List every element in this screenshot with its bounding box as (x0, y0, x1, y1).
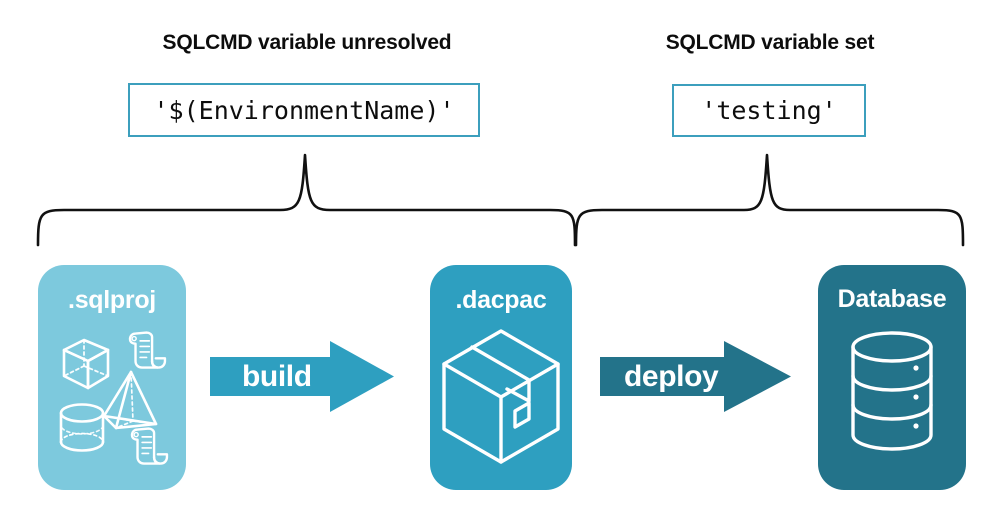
sqlproj-contents-art (59, 331, 169, 465)
cube-wireframe-icon (62, 338, 110, 390)
section-title-left: SQLCMD variable unresolved (162, 31, 452, 54)
artifact-box-dacpac: .dacpac (430, 265, 572, 490)
arrow-deploy: deploy (600, 341, 791, 412)
arrow-shape-build (210, 341, 394, 412)
artifact-box-database: Database (818, 265, 966, 490)
curly-brace-left (36, 153, 577, 247)
script-scroll-icon (130, 427, 169, 465)
arrow-shape-deploy (600, 341, 791, 412)
artifact-label-sqlproj: .sqlproj (68, 286, 156, 314)
arrow-build: build (210, 341, 394, 412)
artifact-label-database: Database (837, 285, 947, 313)
package-box-icon (442, 329, 560, 464)
code-value-box-unresolved: '$(EnvironmentName)' (128, 83, 480, 137)
code-value-box-set: 'testing' (672, 84, 866, 137)
database-cylinder-icon (851, 331, 933, 451)
artifact-label-dacpac: .dacpac (455, 286, 547, 314)
artifact-box-sqlproj: .sqlproj (38, 265, 186, 490)
script-scroll-icon (128, 331, 167, 369)
section-title-right: SQLCMD variable set (665, 31, 875, 54)
pyramid-wireframe-icon (102, 370, 158, 430)
curly-brace-right (574, 153, 965, 247)
cylinder-wireframe-icon (59, 403, 105, 452)
